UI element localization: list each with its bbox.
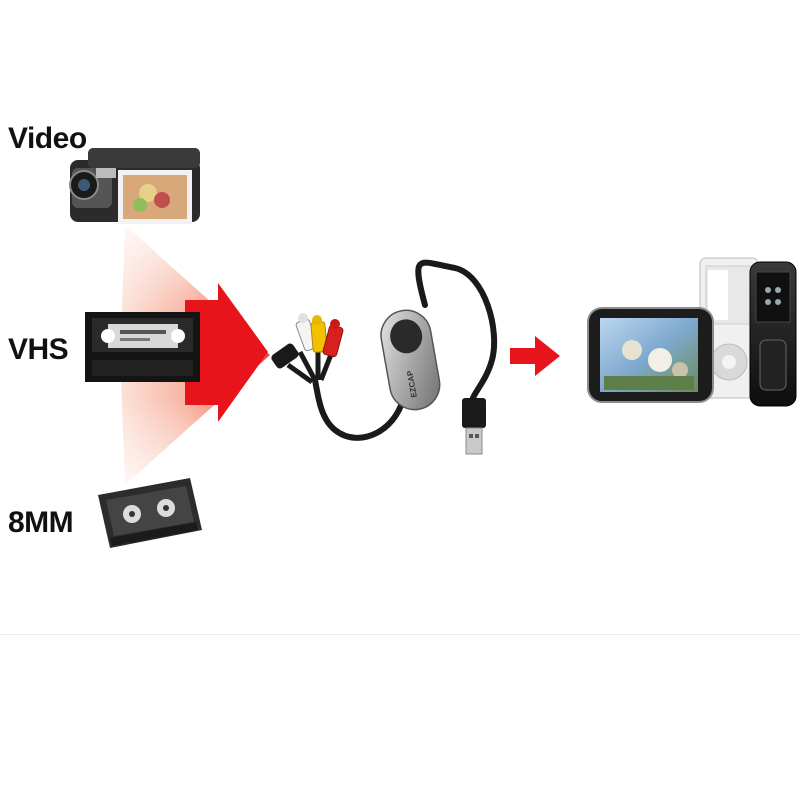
media-devices-image [587, 257, 797, 407]
8mm-tape-image [98, 478, 202, 548]
rca-connectors [271, 313, 344, 385]
camcorder-image [69, 148, 200, 224]
source-label-video: Video [8, 122, 87, 155]
usb-capture-cable-image: EZCAP [271, 259, 498, 455]
vhs-tape-image [85, 312, 200, 382]
bottom-divider [0, 634, 800, 635]
small-red-arrow [510, 336, 560, 376]
source-label-8mm: 8MM [8, 506, 74, 539]
big-red-arrow [185, 283, 268, 422]
capture-box: EZCAP [380, 309, 441, 411]
source-label-vhs: VHS [8, 333, 69, 366]
usb-plug [462, 398, 486, 455]
